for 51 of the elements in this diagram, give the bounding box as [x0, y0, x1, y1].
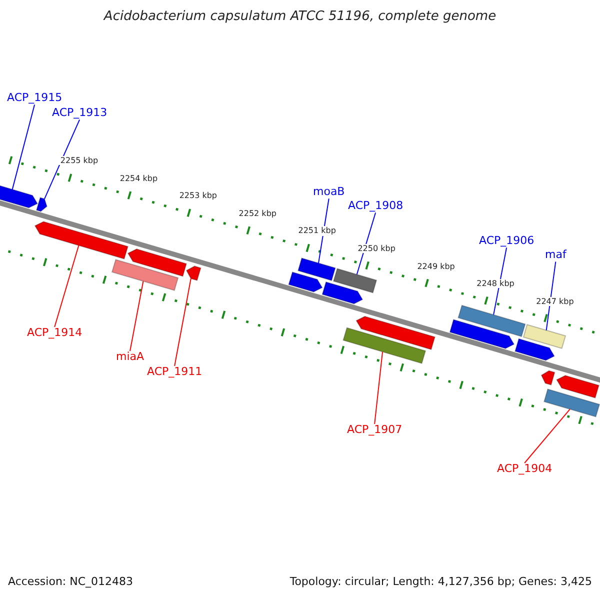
scale-label: 2247 kbp [535, 296, 575, 306]
gene-label: moaB [313, 186, 345, 199]
gene-block-pointed [540, 370, 556, 386]
scale-label: 2253 kbp [178, 191, 218, 201]
leader-line [546, 261, 556, 331]
gene-block [342, 327, 426, 364]
gene-block-pointed [556, 374, 600, 399]
leader-line [54, 245, 80, 328]
gene-label: maf [545, 249, 566, 262]
gene-block-pointed [514, 338, 555, 361]
leader-line [356, 212, 376, 275]
gene-block [297, 257, 336, 282]
gene-block-pointed [36, 196, 48, 212]
scale-label: 2255 kbp [59, 156, 100, 166]
gene-block [543, 388, 600, 418]
gene-block-pointed [288, 271, 323, 292]
footer-text: Accession: NC_012483 [8, 576, 134, 589]
gene-label: ACP_1913 [52, 107, 108, 120]
leader-line [374, 351, 384, 424]
gene-label: ACP_1907 [347, 424, 402, 437]
scale-label: 2250 kbp [356, 244, 396, 254]
gene-block-pointed [356, 316, 436, 350]
scale-label: 2249 kbp [416, 262, 456, 271]
gene-label: ACP_1908 [348, 200, 404, 213]
leader-line [524, 408, 570, 464]
leader-line [130, 280, 144, 352]
gene-block-pointed [127, 248, 188, 277]
scale-label: 2251 kbp [297, 226, 337, 236]
footer-text: Topology: circular; Length: 4,127,356 bp; Genes: 3,425 [290, 576, 592, 589]
gene-label: ACP_1915 [7, 92, 62, 105]
leader-line [12, 104, 36, 190]
gene-label: miaA [116, 351, 144, 364]
leader-line [493, 247, 508, 316]
gene-block [111, 258, 179, 292]
gene-label: ACP_1911 [147, 366, 202, 379]
diagram-title: Acidobacterium capsulatum ATCC 51196, complete genome [102, 10, 498, 25]
gene-block-pointed [186, 266, 202, 282]
leader-line [174, 278, 192, 366]
scale-label: 2252 kbp [238, 208, 278, 218]
gene-block-pointed [449, 318, 515, 350]
scale-label: 2254 kbp [118, 174, 159, 183]
gene-block [332, 268, 378, 294]
gene-label: ACP_1906 [479, 235, 534, 248]
gene-block-pointed [322, 281, 364, 304]
gene-label: ACP_1914 [27, 327, 82, 340]
gene-block-pointed [34, 221, 129, 260]
leader-line [44, 119, 80, 200]
gene-block [458, 304, 526, 338]
scale-label: 2248 kbp [476, 279, 516, 288]
gene-block [522, 324, 566, 350]
gene-label: ACP_1904 [497, 463, 552, 476]
